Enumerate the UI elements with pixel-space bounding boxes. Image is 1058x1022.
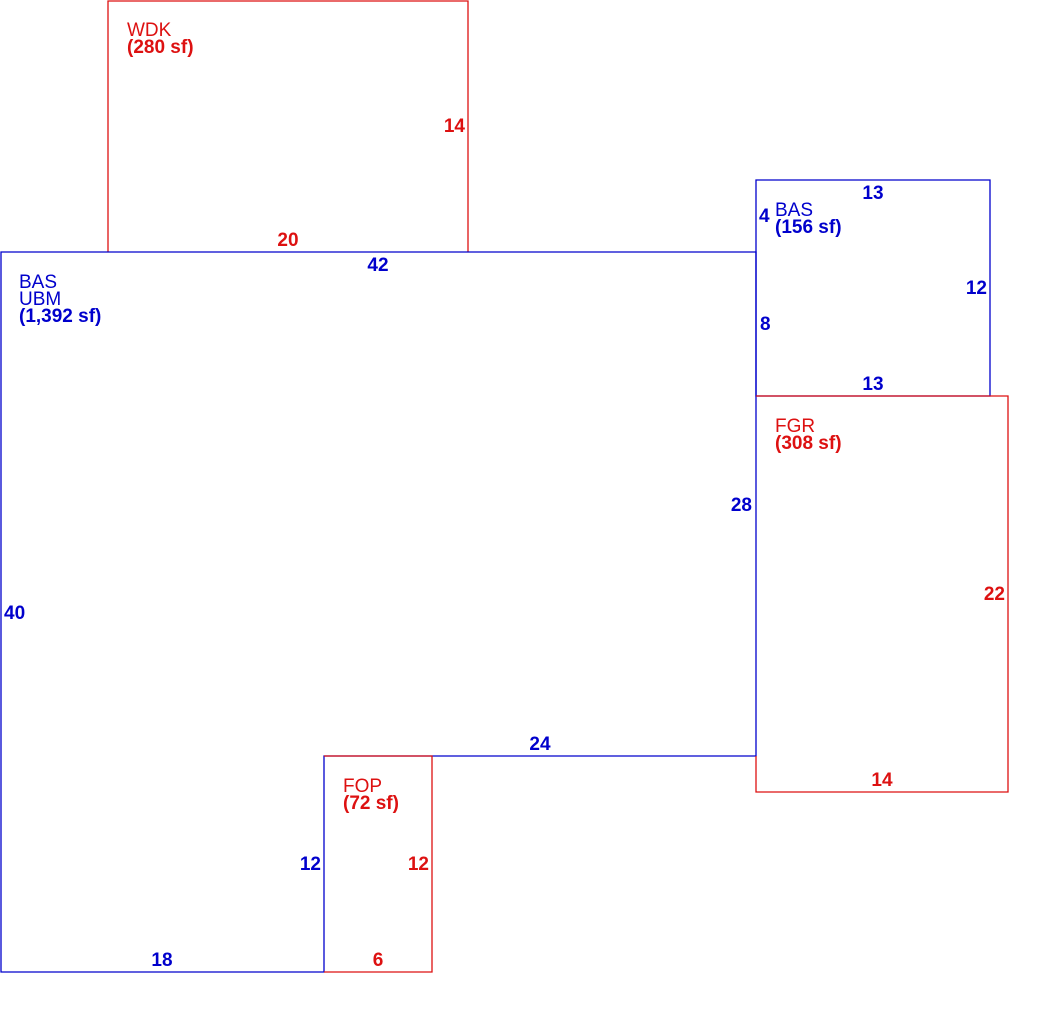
dim-main-left: 40 xyxy=(4,603,25,624)
dim-porch-bottom: 6 xyxy=(373,950,384,971)
dim-addition-left: 4 xyxy=(759,206,770,227)
main-code-ubm: UBM xyxy=(19,289,61,310)
main-area-label: (1,392 sf) xyxy=(19,306,101,327)
porch-code: FOP xyxy=(343,776,382,797)
dim-main-right-upper: 8 xyxy=(760,314,771,335)
dim-main-step-bottom: 24 xyxy=(529,734,551,755)
garage-outline xyxy=(755,395,1009,793)
garage-area-label: (308 sf) xyxy=(775,433,842,454)
deck-area-label: (280 sf) xyxy=(127,37,194,58)
dim-main-bottom: 18 xyxy=(151,950,172,971)
main-house-outline xyxy=(0,251,757,973)
porch-outline xyxy=(324,755,433,973)
dim-addition-right: 12 xyxy=(966,278,987,299)
dim-addition-bottom: 13 xyxy=(862,374,883,395)
dim-garage-bottom: 14 xyxy=(871,770,893,791)
wood-deck-outline xyxy=(107,0,469,252)
dim-deck-right: 14 xyxy=(444,116,466,137)
dim-addition-top: 13 xyxy=(862,183,883,204)
addition-area-label: (156 sf) xyxy=(775,217,842,238)
dim-porch-right: 12 xyxy=(408,854,429,875)
porch-area-label: (72 sf) xyxy=(343,793,399,814)
dim-main-notch: 12 xyxy=(300,854,321,875)
deck-code: WDK xyxy=(127,20,172,41)
dim-deck-bottom: 20 xyxy=(277,230,298,251)
main-code-bas: BAS xyxy=(19,272,57,293)
dim-main-right: 28 xyxy=(731,495,752,516)
garage-code: FGR xyxy=(775,416,815,437)
dim-garage-right: 22 xyxy=(984,584,1005,605)
dim-main-top: 42 xyxy=(367,255,388,276)
addition-code: BAS xyxy=(775,200,813,221)
